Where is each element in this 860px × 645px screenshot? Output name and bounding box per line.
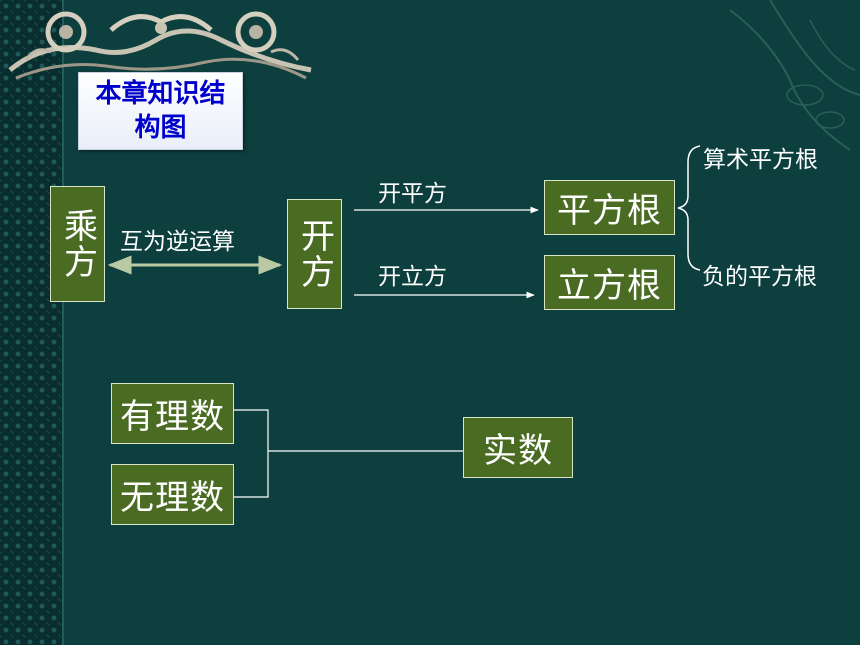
node-real: 实数 <box>463 417 573 478</box>
label-take-square-root: 开平方 <box>378 181 447 207</box>
node-cube-root: 立方根 <box>544 255 675 310</box>
node-root-op: 开方 <box>287 199 342 309</box>
label-negative-square-root: 负的平方根 <box>702 264 817 290</box>
node-irrational: 无理数 <box>111 464 234 525</box>
node-square-root: 平方根 <box>544 180 675 235</box>
scroll-ornament <box>8 11 312 80</box>
root-brace <box>677 145 701 271</box>
node-square-op: 乘方 <box>50 186 105 302</box>
label-inverse-ops: 互为逆运算 <box>120 229 235 255</box>
rational-connector <box>234 409 269 498</box>
left-decorative-strip <box>0 0 62 645</box>
node-rational: 有理数 <box>111 383 234 444</box>
label-take-cube-root: 开立方 <box>378 264 447 290</box>
strip-divider <box>62 0 64 645</box>
chapter-title: 本章知识结构图 <box>78 72 243 150</box>
label-arithmetic-square-root: 算术平方根 <box>703 147 818 173</box>
floral-decoration <box>729 0 860 151</box>
